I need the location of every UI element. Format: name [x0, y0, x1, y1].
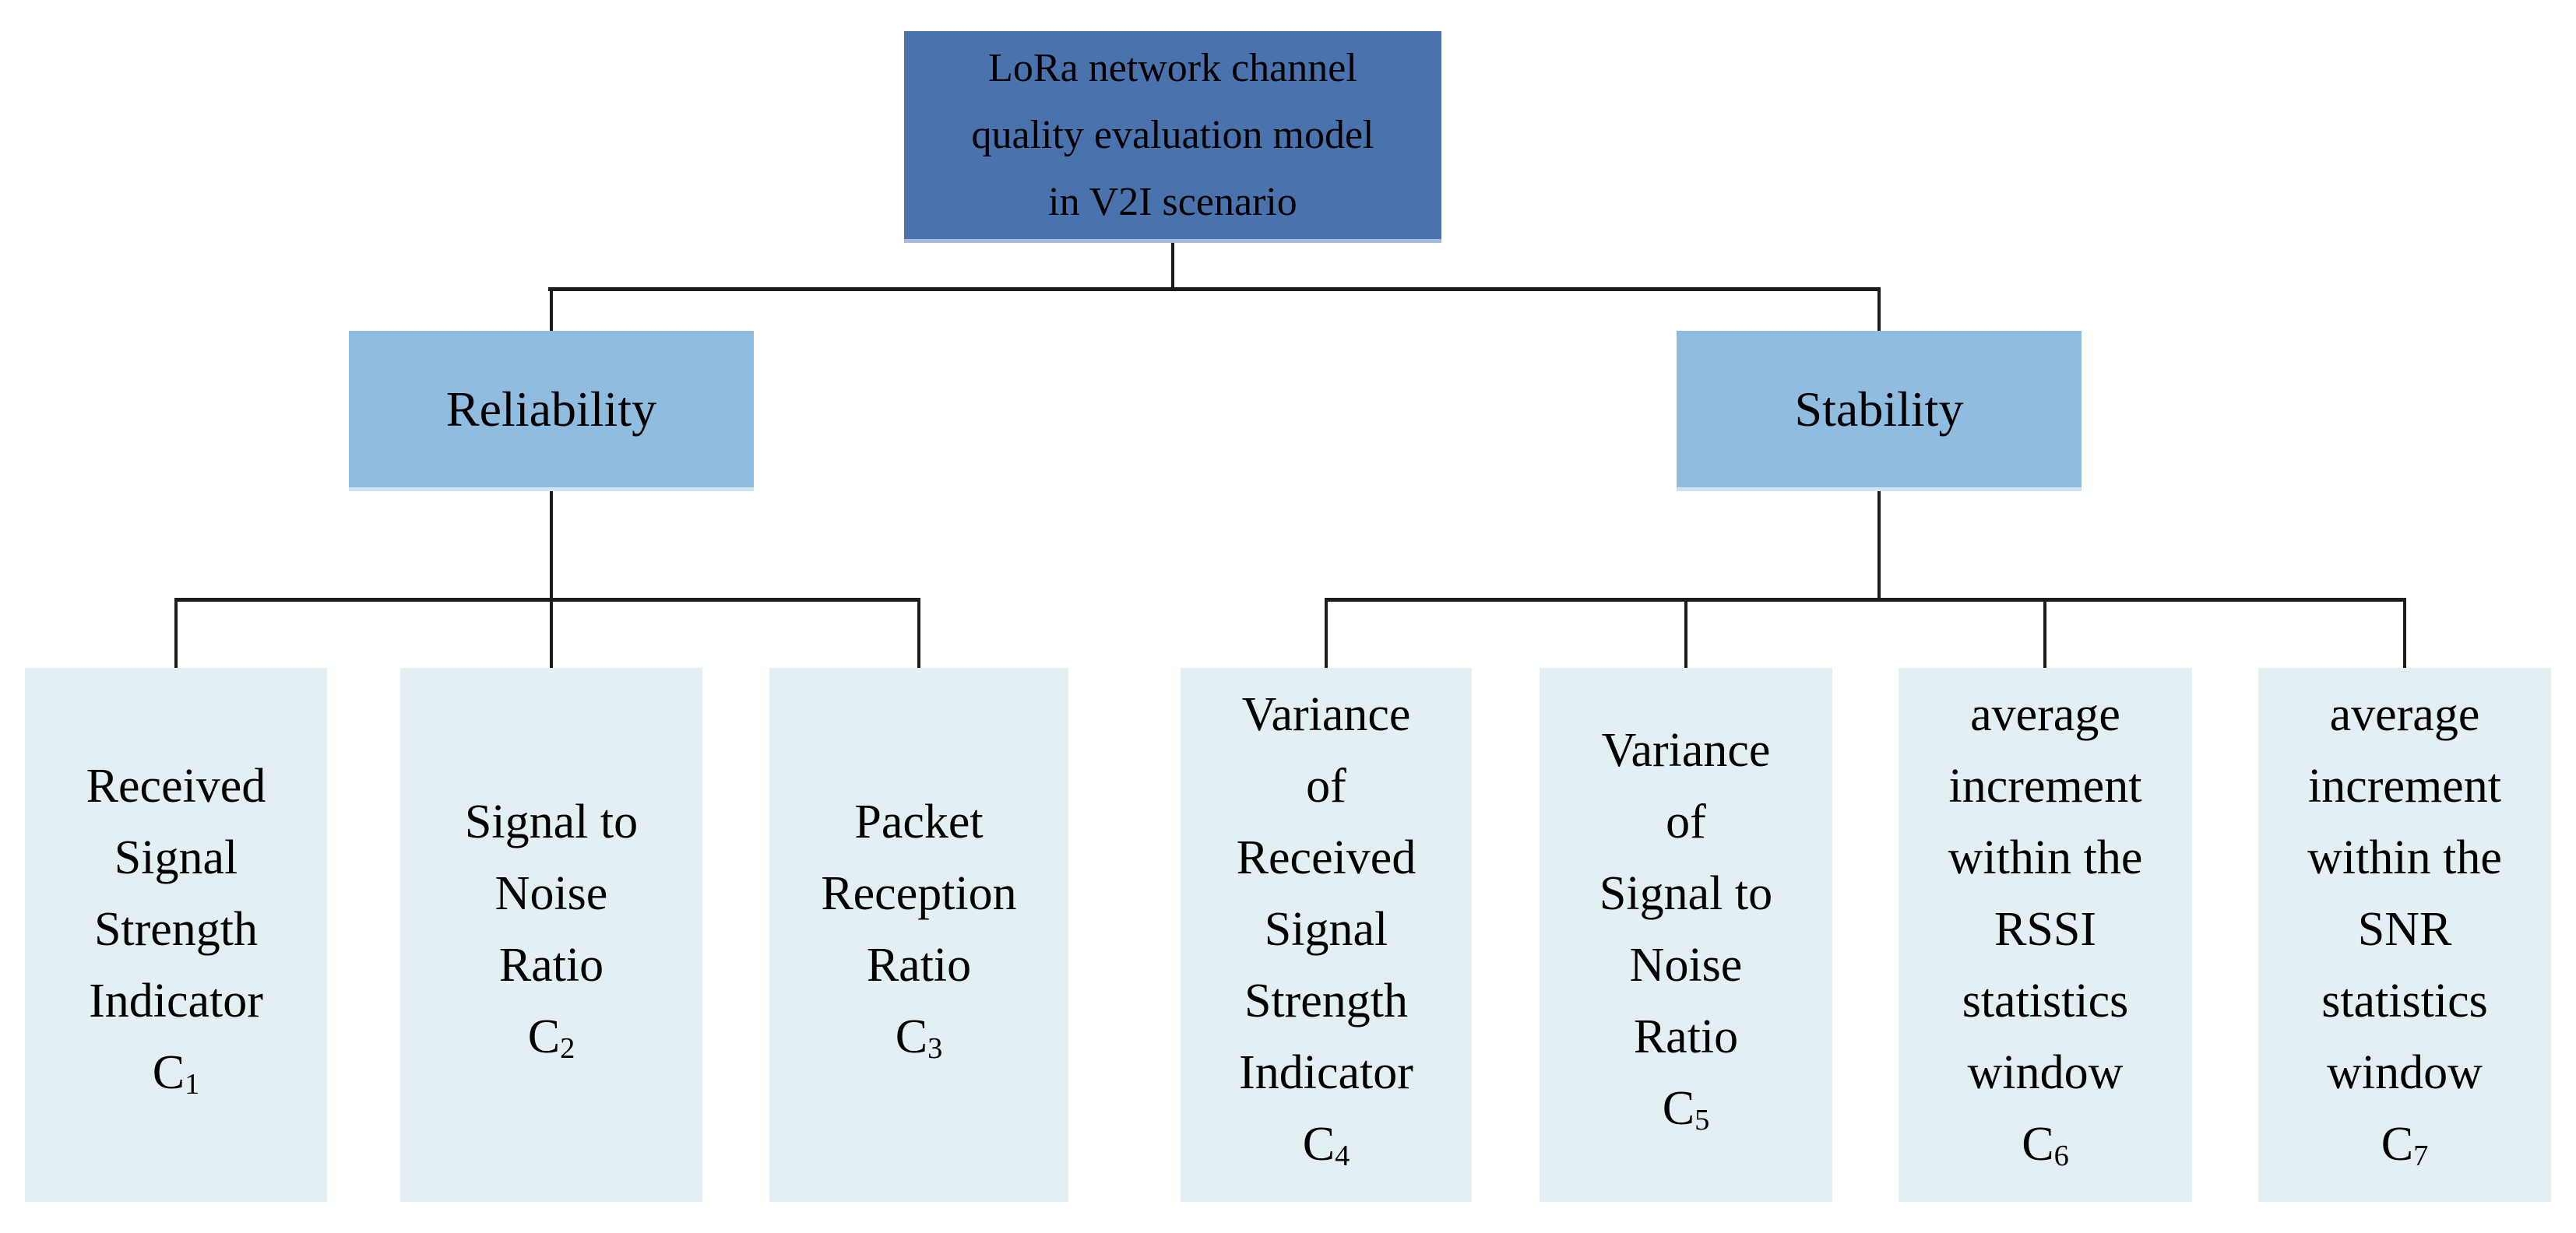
node-root: LoRa network channel quality evaluation …: [904, 31, 1441, 243]
node-leaf-label: Packet Reception Ratio C3: [821, 786, 1016, 1084]
node-root-label: LoRa network channel quality evaluation …: [971, 45, 1374, 224]
leaf-text: average increment within the RSSI statis…: [1948, 687, 2143, 1099]
node-branch-reliability: Reliability: [349, 331, 754, 491]
connector-leaf6-drop: [2043, 600, 2046, 669]
leaf-text: Variance of Received Signal Strength Ind…: [1236, 687, 1416, 1099]
leaf-text: average increment within the SNR statist…: [2307, 687, 2502, 1099]
leaf-text: Signal to Noise Ratio: [464, 795, 639, 992]
connector-leaf2-drop: [550, 600, 553, 669]
node-leaf-label: Variance of Signal to Noise Ratio C5: [1599, 715, 1772, 1156]
node-leaf-label: Variance of Received Signal Strength Ind…: [1237, 679, 1416, 1192]
node-leaf-c5: Variance of Signal to Noise Ratio C5: [1540, 668, 1832, 1202]
connector-stability-stem: [1877, 490, 1881, 601]
connector-branch-bar: [548, 287, 1881, 291]
connector-root-stem: [1171, 243, 1174, 290]
node-leaf-label: Signal to Noise Ratio C2: [465, 786, 638, 1084]
leaf-code: C1: [152, 1045, 200, 1101]
node-leaf-c4: Variance of Received Signal Strength Ind…: [1181, 668, 1472, 1202]
leaf-text: Variance of Signal to Noise Ratio: [1599, 723, 1773, 1063]
node-branch-label: Stability: [1794, 381, 1964, 437]
node-leaf-c1: Received Signal Strength Indicator C1: [25, 668, 327, 1202]
node-leaf-c3: Packet Reception Ratio C3: [769, 668, 1068, 1202]
connector-stability-drop: [1877, 290, 1881, 332]
leaf-code: C3: [895, 1010, 943, 1065]
node-leaf-label: Received Signal Strength Indicator C1: [86, 750, 266, 1120]
node-branch-stability: Stability: [1677, 331, 2082, 491]
leaf-text: Received Signal Strength Indicator: [86, 759, 266, 1028]
connector-leaf5-drop: [1684, 600, 1687, 669]
connector-reliability-leafbar: [174, 598, 920, 602]
connector-reliability-stem: [550, 490, 553, 601]
node-leaf-c7: average increment within the SNR statist…: [2258, 668, 2551, 1202]
leaf-code: C2: [527, 1010, 575, 1065]
leaf-code: C7: [2381, 1117, 2429, 1172]
node-leaf-c6: average increment within the RSSI statis…: [1899, 668, 2192, 1202]
connector-reliability-drop: [550, 290, 553, 332]
node-leaf-label: average increment within the SNR statist…: [2307, 679, 2502, 1192]
connector-stability-leafbar: [1325, 598, 2406, 602]
node-branch-label: Reliability: [445, 381, 657, 437]
leaf-text: Packet Reception Ratio: [821, 795, 1017, 992]
connector-leaf4-drop: [1325, 600, 1328, 669]
leaf-code: C5: [1662, 1081, 1710, 1136]
leaf-code: C4: [1302, 1117, 1350, 1172]
node-leaf-c2: Signal to Noise Ratio C2: [400, 668, 702, 1202]
node-leaf-label: average increment within the RSSI statis…: [1948, 679, 2143, 1192]
connector-leaf1-drop: [174, 600, 178, 669]
connector-leaf3-drop: [917, 600, 920, 669]
leaf-code: C6: [2022, 1117, 2069, 1172]
connector-leaf7-drop: [2403, 600, 2406, 669]
